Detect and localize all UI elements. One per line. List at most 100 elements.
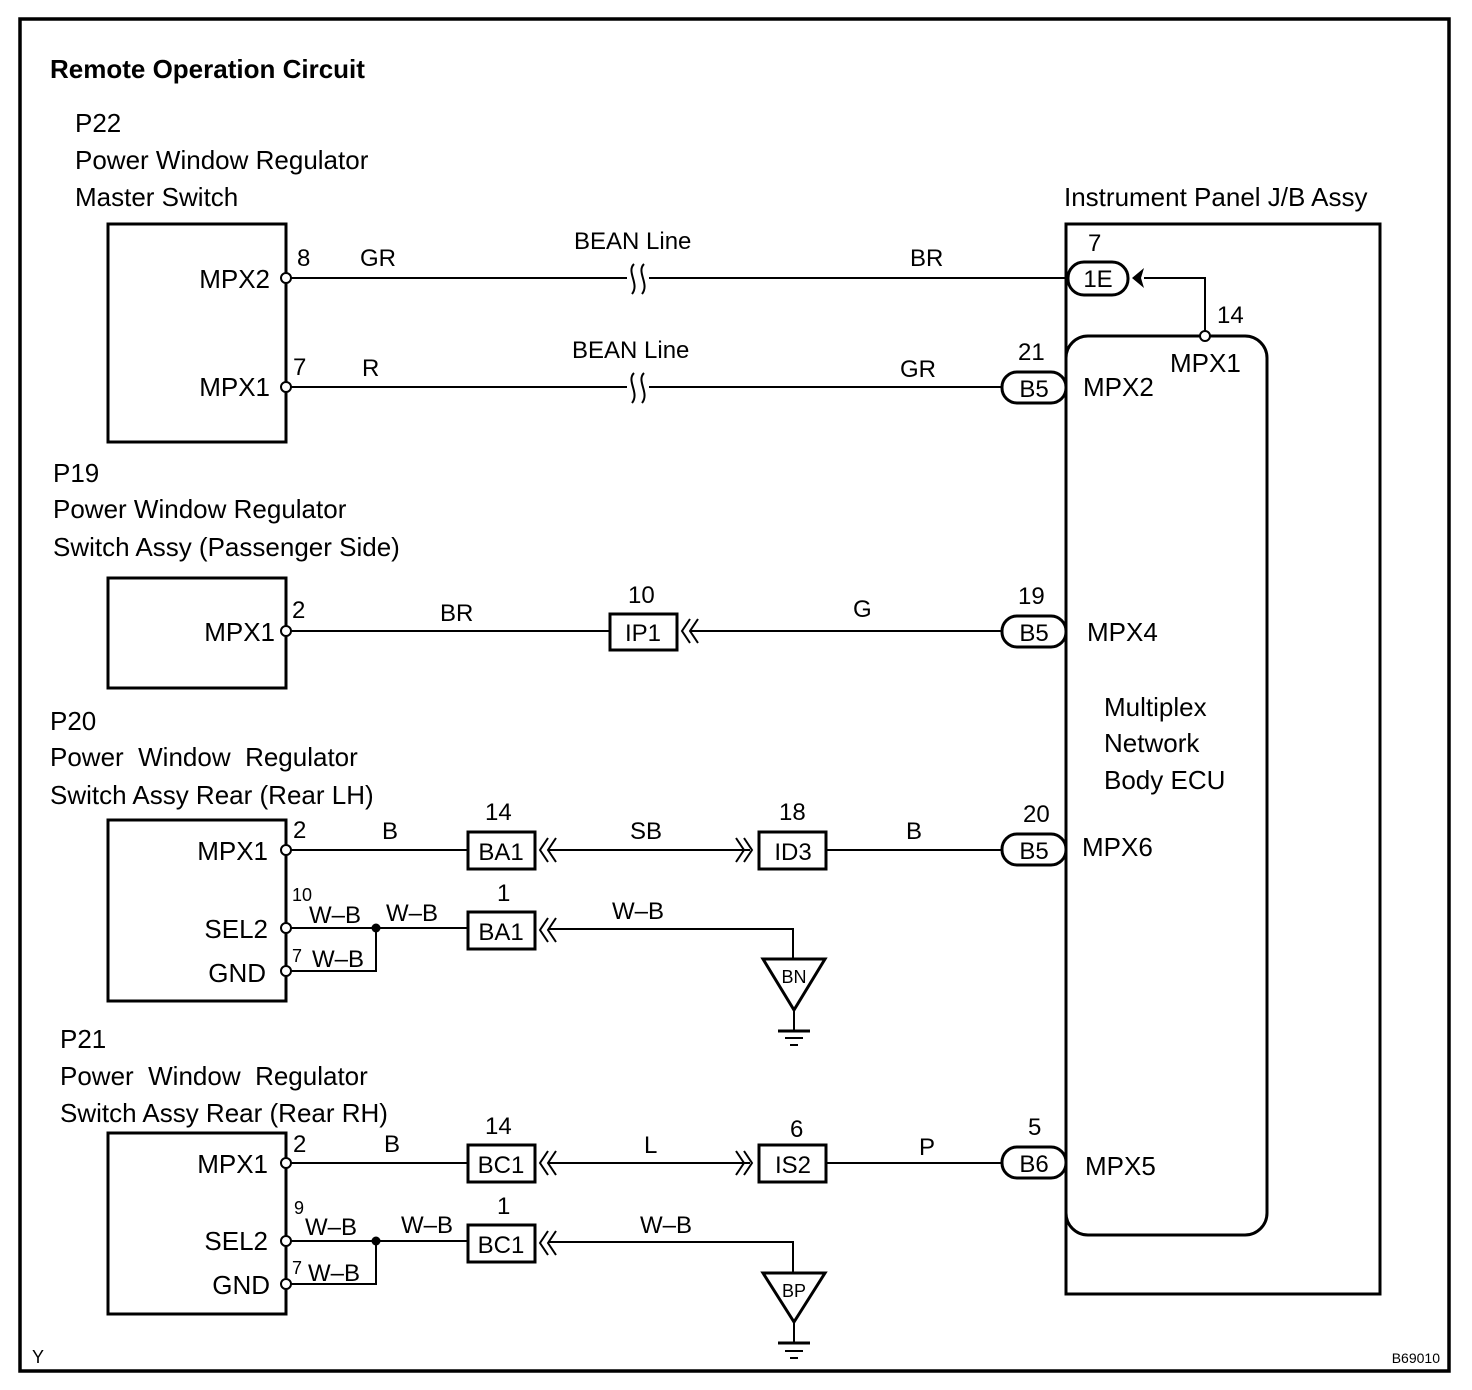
ground-point-icon [760, 1271, 828, 1325]
wire-color-label: W–B [612, 898, 664, 925]
wire-row5: W–B W–B W–B BA1 1 W–B BN [280, 880, 828, 1046]
component-p19: P19 Power Window Regulator Switch Assy (… [53, 458, 400, 690]
splice-point-icon [371, 1236, 381, 1246]
p20-pin-number: 10 [292, 885, 312, 905]
male-terminal-icon [735, 1150, 754, 1176]
wire-color-label: W–B [305, 1214, 357, 1241]
connector-1e [1066, 260, 1130, 297]
connector-pin: 19 [1018, 583, 1045, 610]
connector-label: BA1 [478, 919, 523, 946]
wire-color-label: B [384, 1131, 400, 1158]
p21-pin-number: 2 [293, 1131, 306, 1158]
connector-bc1 [466, 1223, 537, 1264]
connector-pin: 18 [779, 799, 806, 826]
p22-code: P22 [75, 108, 121, 138]
terminal-icon [280, 965, 292, 977]
connector-pin: 6 [790, 1116, 803, 1143]
p20-name-line2: Switch Assy Rear (Rear LH) [50, 780, 374, 810]
connector-ba1 [466, 910, 537, 951]
p19-name-line2: Switch Assy (Passenger Side) [53, 532, 400, 562]
bean-line-label: BEAN Line [574, 228, 691, 255]
wire-line [548, 928, 794, 958]
wire-row7: W–B W–B W–B BC1 1 W–B BP [280, 1193, 828, 1359]
ecu-pin-mpx1: MPX1 [1170, 348, 1241, 378]
connector-pin: 14 [485, 799, 512, 826]
ecu-box [1064, 334, 1269, 1237]
terminal-icon [280, 922, 292, 934]
connector-label: BC1 [478, 1152, 525, 1179]
wire-row4: B BA1 14 SB ID3 18 B B5 20 [280, 799, 1068, 871]
wire-color-label: GR [360, 245, 396, 272]
connector-label: ID3 [774, 839, 811, 866]
p20-pin-mpx1: MPX1 [197, 836, 268, 866]
connector-pin: 7 [1088, 230, 1101, 257]
wire-line [291, 1241, 377, 1285]
p21-code: P21 [60, 1024, 106, 1054]
terminal-icon [280, 844, 292, 856]
p22-name-line2: Master Switch [75, 182, 238, 212]
wire-color-label: B [382, 818, 398, 845]
p21-name-line1: Power Window Regulator [60, 1061, 368, 1091]
ground-label: BN [781, 967, 806, 987]
connector-pin: 1 [497, 1193, 510, 1220]
connector-pin: 1 [497, 880, 510, 907]
diagram-title: Remote Operation Circuit [50, 54, 365, 84]
p20-code: P20 [50, 706, 96, 736]
wire-color-label: W–B [386, 900, 438, 927]
terminal-icon [1199, 330, 1211, 342]
ecu-pin-mpx5: MPX5 [1085, 1151, 1156, 1181]
p21-box [106, 1131, 288, 1316]
p21-pin-gnd: GND [212, 1270, 270, 1300]
ecu-name-line1: Multiplex [1104, 692, 1207, 722]
wire-row3: BR IP1 10 G B5 19 [280, 582, 1068, 652]
wire-color-label: W–B [308, 1260, 360, 1287]
p20-pin-sel2: SEL2 [204, 914, 268, 944]
p21-pin-number: 7 [292, 1258, 302, 1278]
terminal-icon [280, 1235, 292, 1247]
terminal-icon [280, 1157, 292, 1169]
break-gap [627, 262, 649, 294]
connector-label: IS2 [775, 1152, 811, 1179]
wire-color-label: L [644, 1132, 657, 1159]
p22-name-line1: Power Window Regulator [75, 145, 369, 175]
p19-name-line1: Power Window Regulator [53, 494, 347, 524]
corner-mark: Y [32, 1347, 44, 1367]
male-terminal-icon [735, 837, 754, 863]
terminal-icon [280, 1278, 292, 1290]
component-jb-assy: Instrument Panel J/B Assy 14 MPX1 MPX2 M… [1064, 182, 1382, 1296]
ground-label: BP [782, 1281, 806, 1301]
wire-line [1144, 277, 1206, 336]
connector-label: B5 [1019, 376, 1048, 403]
p22-pin-number: 8 [297, 245, 310, 272]
p22-pin-mpx2: MPX2 [199, 264, 270, 294]
connector-label: B5 [1019, 620, 1048, 647]
outer-frame [18, 17, 1451, 1373]
wire-row1: GR BEAN Line BR 1E 7 [280, 228, 1206, 336]
p22-pin-mpx1: MPX1 [199, 372, 270, 402]
p22-pin-number: 7 [293, 354, 306, 381]
ecu-pin-mpx6: MPX6 [1082, 832, 1153, 862]
p21-pin-sel2: SEL2 [204, 1226, 268, 1256]
connector-ba1 [466, 830, 537, 871]
wire-color-label: P [919, 1134, 935, 1161]
p20-box [106, 818, 288, 1003]
p19-pin-number: 2 [292, 597, 305, 624]
p19-code: P19 [53, 458, 99, 488]
p19-pin-mpx1: MPX1 [204, 617, 275, 647]
ground-point-icon [760, 957, 828, 1013]
connector-ip1 [608, 612, 679, 652]
connector-label: BA1 [478, 839, 523, 866]
jb-title: Instrument Panel J/B Assy [1064, 182, 1367, 212]
connector-pin: 21 [1018, 339, 1045, 366]
wire-color-label: W–B [640, 1212, 692, 1239]
break-symbol-icon [630, 263, 646, 295]
connector-label: 1E [1083, 266, 1112, 293]
wire-row6: B BC1 14 L IS2 6 P B6 5 [280, 1113, 1068, 1184]
p21-pin-number: 9 [294, 1198, 304, 1218]
component-p22: P22 Power Window Regulator Master Switch… [75, 108, 369, 444]
connector-pin: 10 [628, 582, 655, 609]
figure-code: B69010 [1392, 1350, 1440, 1366]
ecu-name-line2: Network [1104, 728, 1200, 758]
wire-color-label: W–B [309, 902, 361, 929]
